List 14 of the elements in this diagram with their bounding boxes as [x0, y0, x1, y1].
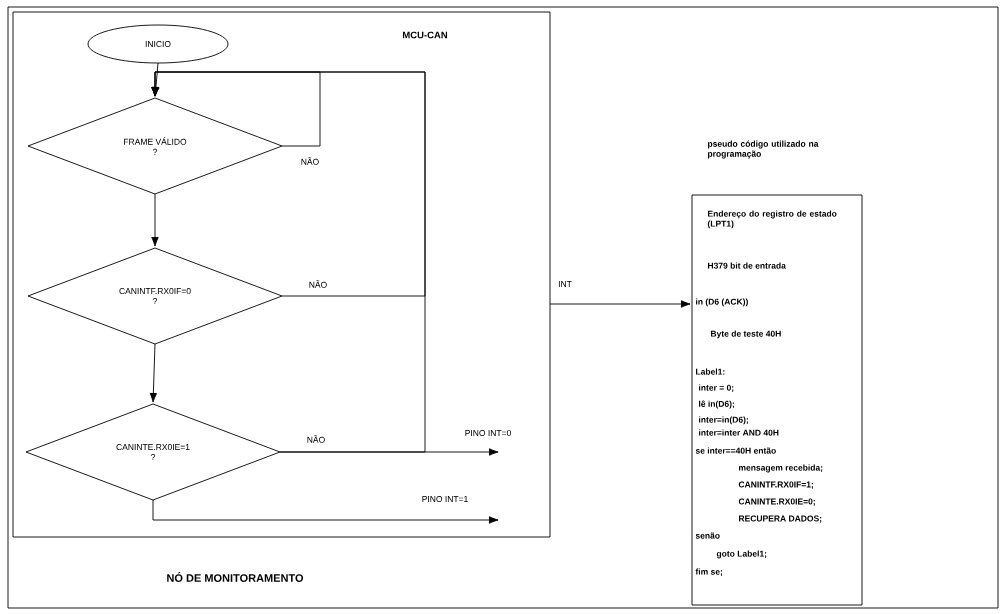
- node-label: pseudo código utilizado na programação: [708, 140, 819, 159]
- edge-label: NÃO: [305, 434, 327, 444]
- edge-label: NÃO: [307, 279, 329, 289]
- edge-label: NÃO: [299, 156, 321, 166]
- arrow: [152, 499, 499, 524]
- arrow: [151, 193, 159, 247]
- arrow: [549, 300, 691, 308]
- arrow: [149, 343, 158, 403]
- edge-label: INT: [557, 280, 573, 288]
- code-box: pseudo código utilizado na programação Endereço do registro de estado (LPT1) H379 bit de entrada in (D6 (ACK)) Byte de teste 40H Label1: inter = 0; lê in(D6); inter=in(D6); inter=inter AND 40H se inter==40H então mensagem recebida; CANINTF.RX0IF=1; CANINTE.RX0IE=0; RECUPERA DADOS; senão goto Label1; fim se;: [691, 140, 863, 606]
- edge-label: PINO INT=0: [463, 429, 513, 437]
- arrow: [279, 448, 499, 456]
- edge-label: PINO INT=1: [420, 495, 470, 503]
- arrow: [151, 71, 426, 453]
